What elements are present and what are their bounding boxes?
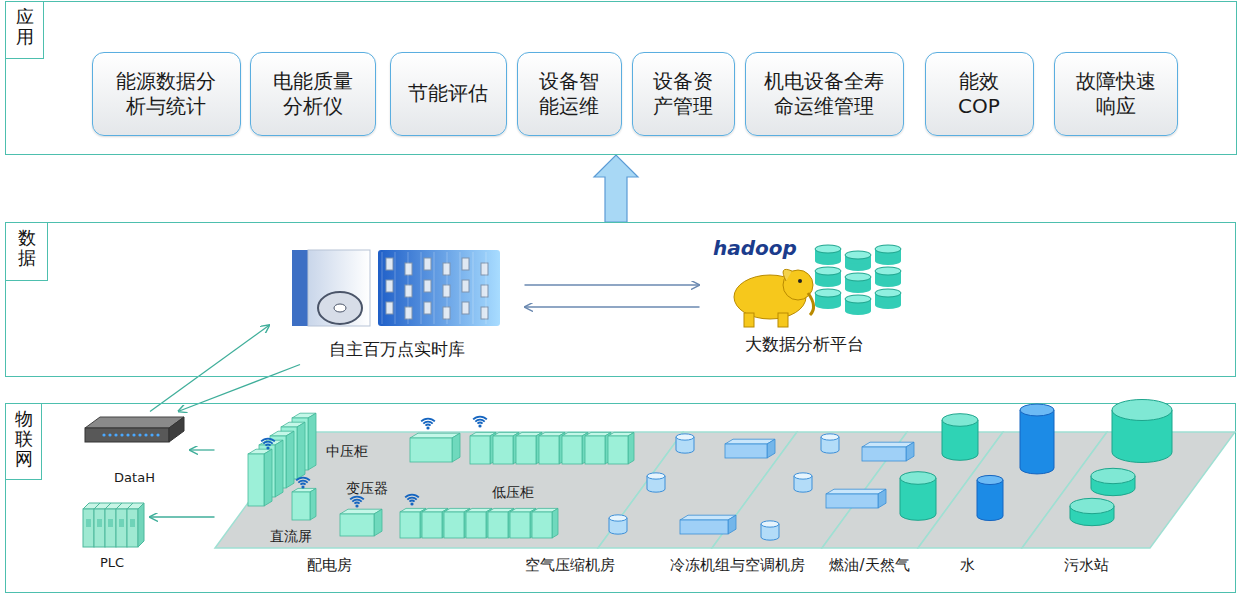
tank [1091,468,1135,495]
node-text: 冷冻机组与空调机房 [670,556,805,575]
wireless-icon [296,478,310,489]
tank [821,434,839,453]
node-text: 设备资产管理 [650,69,716,119]
application-box: 设备智能运维 [517,52,622,136]
cabinet [539,432,565,464]
node-text: 能源数据分析与统计 [113,69,219,119]
cabinet [281,422,305,479]
application-box: 电能质量分析仪 [250,52,376,136]
tank [761,521,779,540]
tank [1020,404,1054,474]
cabinet [488,508,514,538]
database-node: 自主百万点实时库 [270,240,525,365]
cabinet [400,508,426,538]
flow-arrow [150,516,215,517]
gateway-device: DataH [80,412,190,490]
plc-device: PLC [75,497,150,575]
floor-plate [1022,432,1235,550]
flow-arrow [150,325,270,412]
layer-band: 应用能源数据分析与统计 电能质量分析仪 节能评估 设备智能运维设备资产管理机电设备全寿… [5,1,1237,155]
cabinet [862,442,914,461]
cabinet [510,508,536,538]
wireless-icon [421,419,435,430]
application-box: 能效 COP [925,52,1034,136]
platform-node: 大数据分析平台 [700,235,910,360]
tank [942,414,978,461]
flow-arrow [525,284,700,285]
tank [794,473,812,492]
cabinet [826,489,886,508]
flow-arrow [190,449,215,450]
layer-tag: 物联网 [6,404,42,480]
application-box: 设备资产管理 [632,52,735,136]
room-floor: 污水站 [1022,432,1235,578]
tank [1112,400,1172,463]
logo-text: hadoop [713,236,797,260]
tank [1070,498,1114,525]
cabinet [516,432,542,464]
layer-tag: 数据 [6,223,48,281]
node-text: PLC [100,555,124,570]
node-text: 物联网 [15,409,33,479]
node-text: 燃油/天然气 [829,556,909,575]
node-text: 水 [960,556,975,575]
cabinet [422,508,448,538]
cabinet [532,508,558,538]
cabinet [292,488,316,520]
cabinet [725,439,775,458]
node-text: 自主百万点实时库 [329,338,465,361]
cabinet [470,432,496,464]
cabinet [680,515,736,534]
tank [900,472,936,521]
tank [609,515,627,534]
cabinet [493,432,519,464]
node-text: 故障快速响应 [1073,69,1159,119]
cabinet [248,449,272,506]
cabinet [292,413,316,470]
cabinet [444,508,470,538]
application-box: 能源数据分析与统计 [92,52,241,136]
cabinet [259,440,283,497]
wireless-icon [405,495,419,506]
node-text: 节能评估 [405,81,491,106]
node-text: 设备智能运维 [536,69,602,119]
node-text: 机电设备全寿命运维管理 [761,69,887,119]
application-box: 故障快速响应 [1054,52,1178,136]
node-text: DataH [114,470,155,485]
cabinet [466,508,492,538]
layer-band: 物联网 DataH PLC 配电房 空气压缩机房 冷冻机组与空调机房 燃油/天然气 水 污水站 [5,403,1236,593]
node-text: 能效 COP [954,69,1004,119]
cabinet [410,433,460,462]
node-text: 数据 [18,228,36,280]
node-text: 空气压缩机房 [525,556,615,575]
node-text: 污水站 [1064,556,1109,575]
node-text: 应用 [16,7,34,58]
wireless-icon [350,497,364,508]
cabinet [585,432,611,464]
flow-arrow [525,306,700,307]
application-box: 机电设备全寿命运维管理 [745,52,904,136]
application-box: 节能评估 [390,52,507,136]
flow-arrow [178,365,300,412]
cabinet [270,431,294,488]
wireless-icon [261,439,275,450]
cabinet [608,432,634,464]
block-arrow [594,155,638,222]
node-text: 配电房 [307,556,352,575]
tank [647,473,665,492]
tank [676,434,694,453]
layer-tag: 应用 [6,2,44,59]
cabinet [340,509,382,536]
cabinet [562,432,588,464]
tank [977,475,1003,520]
wireless-icon [473,417,487,428]
node-text: 电能质量分析仪 [270,69,356,119]
node-text: 大数据分析平台 [745,333,864,356]
layer-band: 数据自主百万点实时库 大数据分析平台 [5,222,1236,377]
